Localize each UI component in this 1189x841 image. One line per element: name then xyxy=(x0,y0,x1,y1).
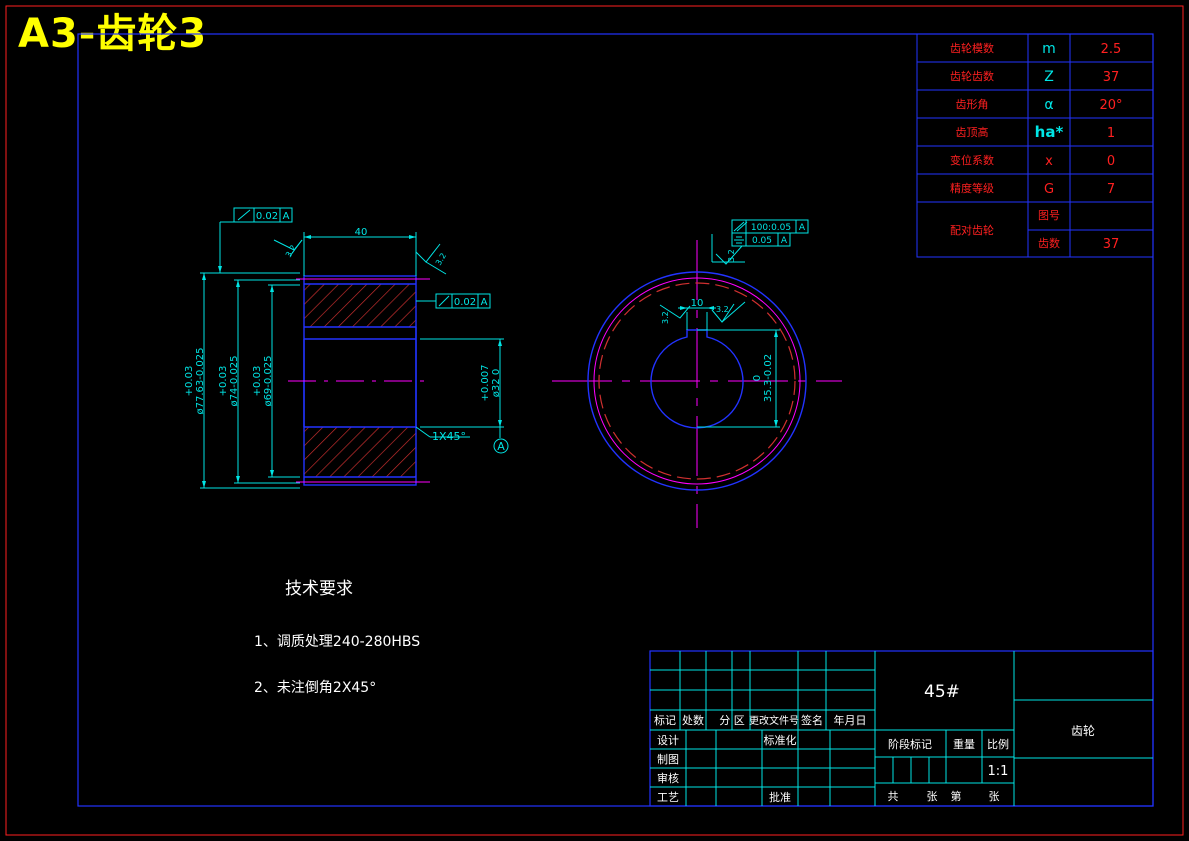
param-name-0: 齿轮模数 xyxy=(950,41,994,55)
rough-d: 3.2 xyxy=(716,305,729,314)
rough-b: 3.2 xyxy=(434,251,448,267)
rough-c: 3.2 xyxy=(661,311,670,324)
hatch-upper xyxy=(304,284,416,327)
chamfer-label: 1X45° xyxy=(432,430,466,443)
title-block: 标记 处数 分 区 更改文件号 签名 年月日 设计 制图 审核 工艺 标准化 批… xyxy=(649,650,1154,807)
fcf-right-2-tol: 0.05 xyxy=(752,236,772,246)
param-name-4: 变位系数 xyxy=(950,153,994,167)
tech-item-1: 1、调质处理240-280HBS xyxy=(254,634,420,650)
param-name-1: 齿轮齿数 xyxy=(950,69,994,83)
fcf-right-2-datum: A xyxy=(781,236,788,246)
dim-outer-tol: +0.03 xyxy=(184,366,195,397)
tb-page-unit: 张 xyxy=(989,790,1000,803)
dim-key-depth: 35.3-0.02 xyxy=(763,354,774,402)
tech-requirements: 技术要求 1、调质处理240-280HBS 2、未注倒角2X45° xyxy=(254,579,420,696)
param-value-5: 7 xyxy=(1107,182,1115,197)
dim-root-tol: +0.03 xyxy=(218,366,229,397)
tb-approve: 批准 xyxy=(769,790,791,804)
tb-part-name: 齿轮 xyxy=(1071,724,1095,738)
param-pair-name: 配对齿轮 xyxy=(950,223,994,237)
tech-item-2: 2、未注倒角2X45° xyxy=(254,680,376,696)
tb-total: 共 xyxy=(888,790,899,803)
param-value-1: 37 xyxy=(1103,70,1120,85)
tb-process: 工艺 xyxy=(657,791,679,804)
dim-root: ø74-0.025 xyxy=(229,355,240,406)
param-pair-value-2: 37 xyxy=(1103,237,1120,252)
parameter-table: 齿轮模数 m 2.5 齿轮齿数 Z 37 齿形角 α 20° 齿顶高 ha* 1… xyxy=(916,33,1154,258)
fcf-left-top-tol: 0.02 xyxy=(256,211,278,222)
param-value-4: 0 xyxy=(1107,154,1115,169)
outer-border xyxy=(5,5,1184,836)
param-name-2: 齿形角 xyxy=(956,98,989,111)
tb-h-mark: 标记 xyxy=(654,713,676,727)
param-name-3: 齿顶高 xyxy=(956,125,989,139)
fcf-right-1-datum: A xyxy=(799,223,806,233)
tb-h-sign: 签名 xyxy=(801,713,823,727)
param-symbol-1: Z xyxy=(1044,69,1054,85)
dim-key-width: 10 xyxy=(691,298,704,309)
rough-e: 3.2 xyxy=(727,249,736,262)
datum-label-left: A xyxy=(497,440,505,453)
pitch-circle xyxy=(593,277,801,485)
section-view: 40 0.02 A 0.02 A 1X45° A 3.2 3.2 +0.03 ø… xyxy=(184,207,509,489)
tb-h-count: 处数 xyxy=(682,714,704,727)
param-symbol-5: G xyxy=(1044,182,1054,197)
fcf-left-mid-datum: A xyxy=(481,297,488,308)
tb-draw: 制图 xyxy=(657,753,679,766)
root-circle xyxy=(598,282,796,480)
param-name-5: 精度等级 xyxy=(950,181,994,195)
inner-border xyxy=(77,33,1154,807)
dim-outer: ø77.63-0.025 xyxy=(195,348,206,415)
tb-design: 设计 xyxy=(657,734,679,747)
tb-h-zone: 分 区 xyxy=(719,714,745,727)
fcf-left-mid-tol: 0.02 xyxy=(454,297,476,308)
tb-scale: 1:1 xyxy=(988,764,1009,779)
fcf-right-1-tol: 100:0.05 xyxy=(751,223,791,233)
hatch-lower xyxy=(304,427,416,477)
outer-circle xyxy=(587,271,807,491)
fcf-left-top-datum: A xyxy=(283,211,290,222)
tb-page: 第 xyxy=(951,789,962,803)
end-view: 10 0 35.3-0.02 100:0.05 A 0.05 A 3.2 3.2… xyxy=(552,219,842,528)
param-value-2: 20° xyxy=(1099,98,1122,113)
dim-key-depth-tol: 0 xyxy=(752,375,763,381)
tb-sheet: 张 xyxy=(927,790,938,803)
dim-hub: ø69-0.025 xyxy=(263,355,274,406)
tb-material: 45# xyxy=(924,682,960,702)
param-symbol-3: ha* xyxy=(1035,123,1064,141)
tb-stage: 阶段标记 xyxy=(888,737,932,751)
tb-standardize: 标准化 xyxy=(764,733,797,747)
param-value-0: 2.5 xyxy=(1101,42,1122,57)
tb-h-date: 年月日 xyxy=(834,713,867,727)
param-symbol-4: x xyxy=(1045,154,1053,169)
tb-weight: 重量 xyxy=(953,737,975,751)
param-symbol-2: α xyxy=(1044,97,1053,113)
dim-bore: ø32 0 xyxy=(491,369,502,397)
dim-width: 40 xyxy=(355,227,368,238)
dim-bore-tol: +0.007 xyxy=(480,364,491,401)
tb-scale-label: 比例 xyxy=(987,737,1009,751)
dim-hub-tol: +0.03 xyxy=(252,366,263,397)
param-value-3: 1 xyxy=(1107,126,1115,141)
param-symbol-0: m xyxy=(1042,41,1056,57)
tech-heading: 技术要求 xyxy=(285,579,353,599)
param-pair-label-1: 图号 xyxy=(1038,209,1060,222)
param-pair-label-2: 齿数 xyxy=(1038,237,1060,250)
tb-check: 审核 xyxy=(657,771,679,785)
tb-h-doc: 更改文件号 xyxy=(749,714,799,727)
